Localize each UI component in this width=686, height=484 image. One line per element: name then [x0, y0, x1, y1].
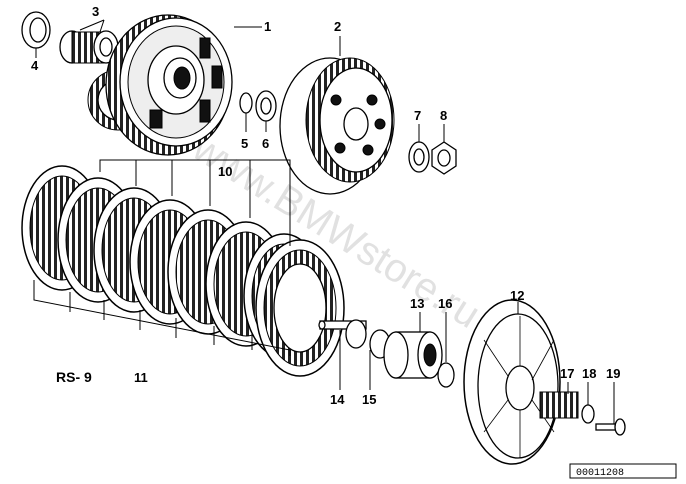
- part-5-ring: [239, 92, 253, 114]
- part-12-pressure-plate: [463, 299, 561, 465]
- part-2-clutch-hub: [279, 57, 395, 195]
- part-4-ring: [21, 11, 51, 49]
- callout-2: 2: [334, 19, 341, 34]
- part-10-bracket-lines: [99, 159, 291, 246]
- part-18-washer: [581, 404, 595, 424]
- part-11-bracket-lines: [33, 280, 291, 356]
- callout-15: 15: [362, 392, 376, 407]
- part-17-spring: [539, 391, 579, 419]
- reference-number: 00011208: [576, 468, 624, 479]
- part-1-clutch-housing: [87, 14, 233, 156]
- part-3-needle-bearings: [59, 30, 119, 64]
- callout-17: 17: [560, 366, 574, 381]
- callout-13: 13: [410, 296, 424, 311]
- part-8-nut: [431, 141, 457, 175]
- callout-7: 7: [414, 108, 421, 123]
- part-7-washer: [408, 141, 430, 173]
- callout-16: 16: [438, 296, 452, 311]
- part-15-washers: [345, 319, 391, 359]
- reference-box: [569, 463, 677, 479]
- callout-6: 6: [262, 136, 269, 151]
- callout-1: 1: [264, 19, 271, 34]
- callout-18: 18: [582, 366, 596, 381]
- part-14-pushrod: [318, 320, 367, 330]
- callout-11: 11: [134, 370, 148, 385]
- part-6-ring: [255, 90, 277, 122]
- callout-12: 12: [510, 288, 524, 303]
- part-10-clutch-plates: [21, 165, 345, 377]
- callout-19: 19: [606, 366, 620, 381]
- leader-lines: [35, 19, 615, 424]
- part-16-circlip: [437, 362, 455, 388]
- callout-4: 4: [31, 58, 39, 73]
- callout-8: 8: [440, 108, 447, 123]
- part-19-bolt: [595, 418, 626, 436]
- callout-10: 10: [218, 164, 232, 179]
- callout-5: 5: [241, 136, 248, 151]
- part-13-bearing: [383, 331, 443, 379]
- callout-3: 3: [92, 4, 99, 19]
- model-label: RS- 9: [56, 369, 92, 385]
- callout-14: 14: [330, 392, 345, 407]
